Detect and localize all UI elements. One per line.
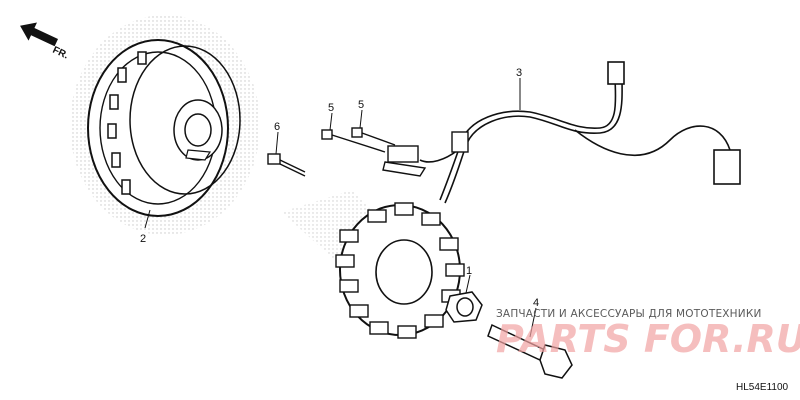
watermark-text: ЗАПЧАСТИ И АКСЕССУАРЫ ДЛЯ МОТОТЕХНИКИ <box>496 308 762 320</box>
watermark-brand: PARTS FOR.RU <box>496 317 800 361</box>
flywheel-part <box>70 15 260 235</box>
bolt-part-6 <box>267 153 306 177</box>
callout-2: 2 <box>140 233 146 245</box>
front-direction-arrow-icon <box>20 22 59 47</box>
nut-part-1 <box>445 291 483 323</box>
callout-5a: 5 <box>328 102 334 114</box>
callout-4: 4 <box>533 297 539 309</box>
bolt-part-5b <box>351 127 396 146</box>
stator-part <box>282 190 465 339</box>
callout-5b: 5 <box>358 99 364 111</box>
callout-6: 6 <box>274 121 280 133</box>
connector-small <box>607 61 625 85</box>
callout-1: 1 <box>466 265 472 277</box>
callout-3: 3 <box>516 67 522 79</box>
pulse-generator-part <box>382 145 427 177</box>
connector-large <box>713 149 741 185</box>
bolt-part-4 <box>487 323 573 379</box>
front-direction-label: FR. <box>51 45 70 62</box>
callout-leader-lines <box>144 78 537 338</box>
diagram-code: HL54E1100 <box>736 382 789 393</box>
bolt-part-5a <box>321 129 386 153</box>
harness-grommet <box>451 131 469 153</box>
